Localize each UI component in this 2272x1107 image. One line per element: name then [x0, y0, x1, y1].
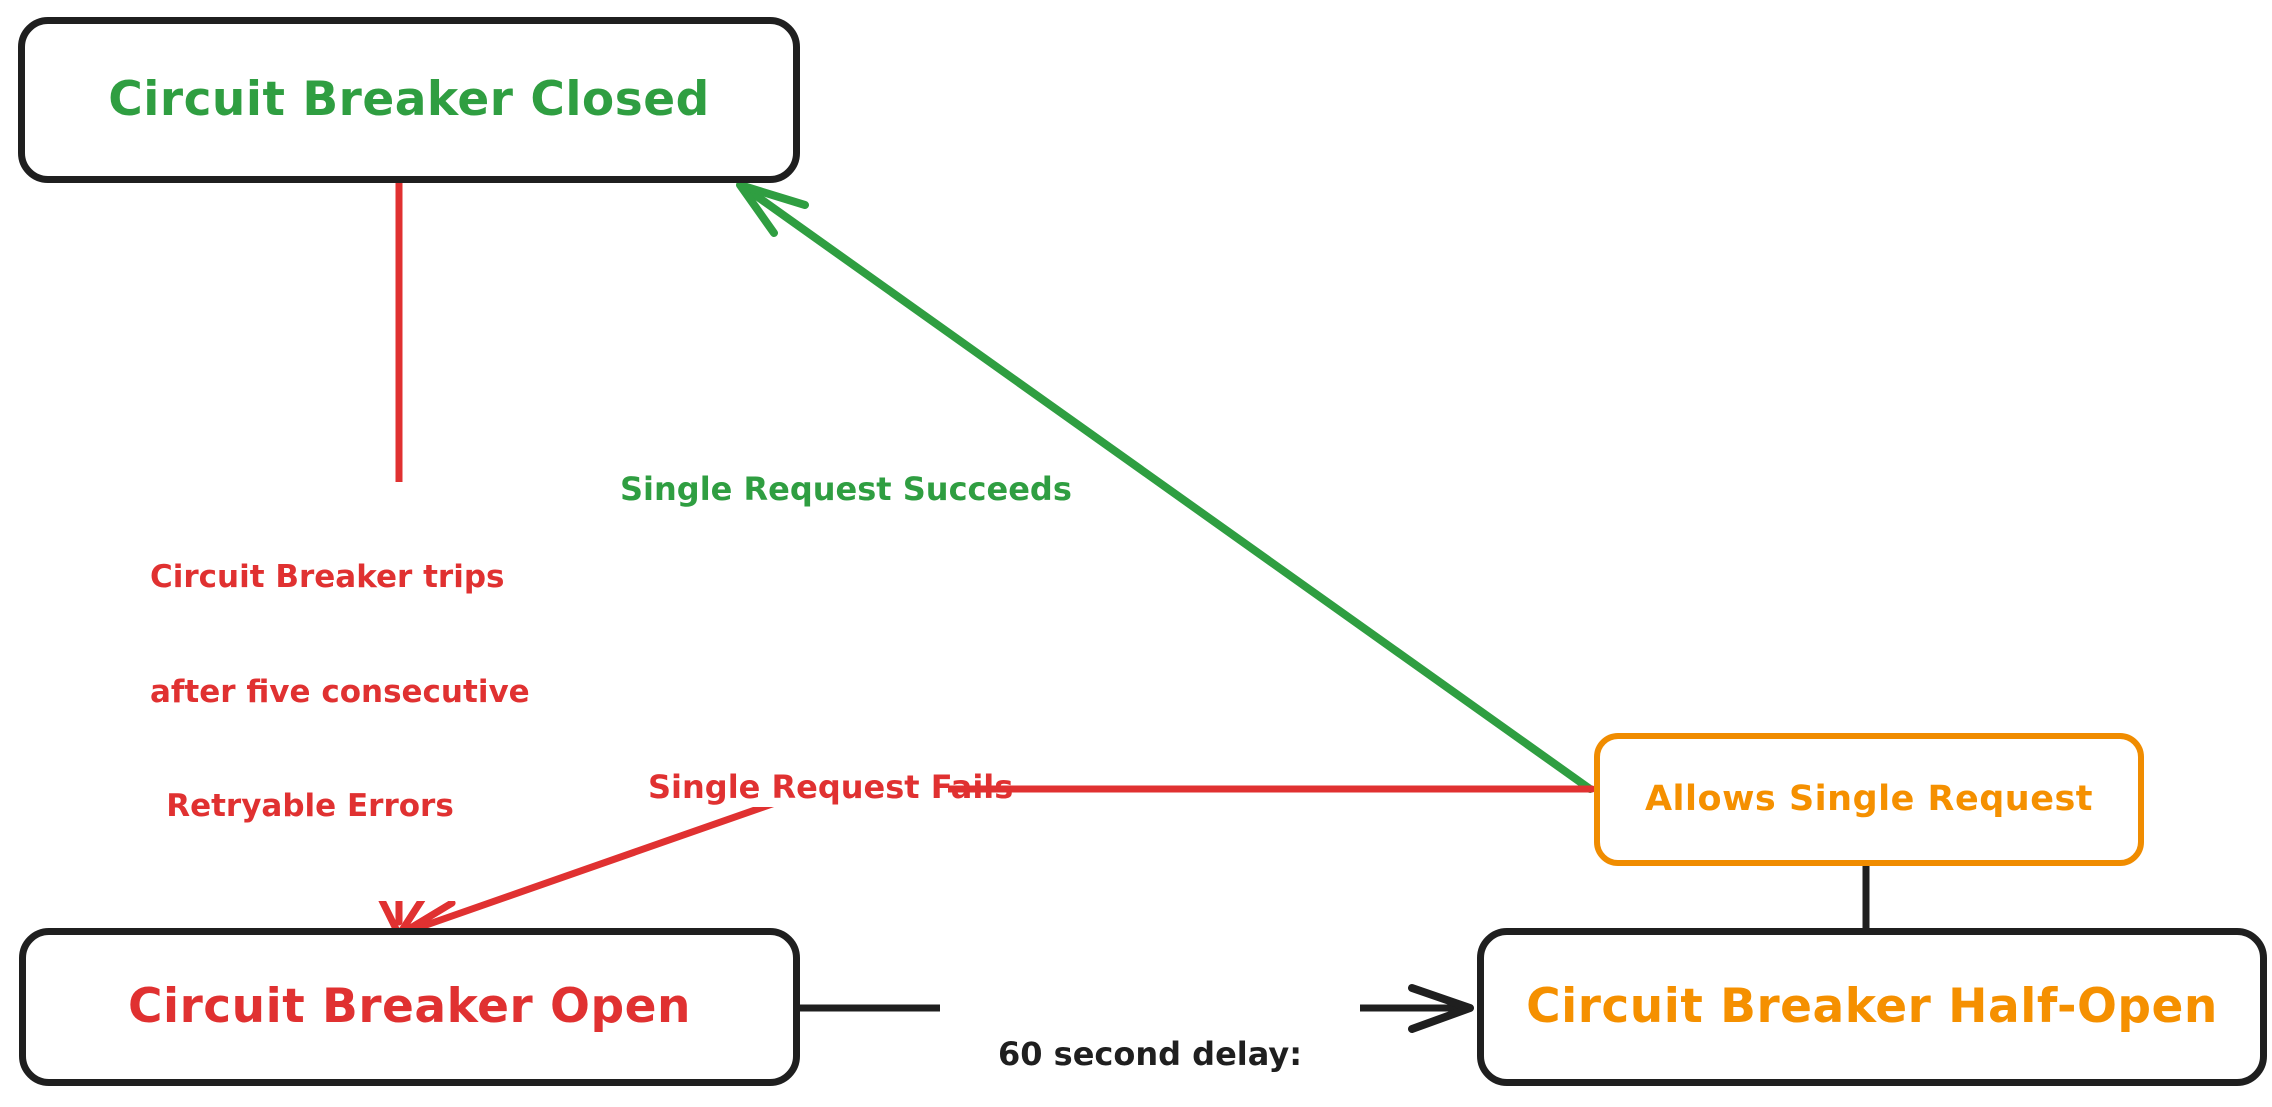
edge-allows-to-open	[395, 785, 1596, 939]
node-circuit-breaker-half-open-label: Circuit Breaker Half-Open	[1526, 978, 2218, 1034]
node-circuit-breaker-half-open[interactable]: Circuit Breaker Half-Open	[1477, 928, 2267, 1086]
node-allows-single-request-label: Allows Single Request	[1644, 779, 2094, 820]
node-allows-single-request[interactable]: Allows Single Request	[1594, 733, 2144, 866]
edge-label-sixty-second-delay: 60 second delay: No requests allowed	[940, 956, 1360, 1107]
edge-allows-to-open-line	[408, 785, 1596, 934]
edge-label-single-request-succeeds: Single Request Succeeds	[620, 470, 1072, 510]
edge-label-delay-line-1: 60 second delay:	[997, 1034, 1303, 1073]
edge-allows-to-closed	[736, 181, 1594, 793]
node-circuit-breaker-closed[interactable]: Circuit Breaker Closed	[18, 17, 800, 183]
edge-label-trips-line-3: Retryable Errors	[166, 788, 454, 824]
node-circuit-breaker-open-label: Circuit Breaker Open	[128, 978, 691, 1034]
edge-label-single-request-fails: Single Request Fails	[648, 768, 1014, 808]
node-circuit-breaker-closed-label: Circuit Breaker Closed	[108, 71, 710, 127]
edge-label-trips-line-2: after five consecutive	[150, 673, 530, 710]
edge-label-circuit-breaker-trips: Circuit Breaker trips after five consecu…	[150, 482, 530, 902]
edge-allows-to-closed-arrowhead	[736, 181, 809, 237]
node-circuit-breaker-open[interactable]: Circuit Breaker Open	[19, 928, 800, 1086]
edge-label-trips-line-1: Circuit Breaker trips	[150, 559, 505, 596]
edge-allows-to-closed-line	[744, 186, 1594, 793]
edge-open-to-half-open-arrowhead	[1408, 984, 1474, 1033]
